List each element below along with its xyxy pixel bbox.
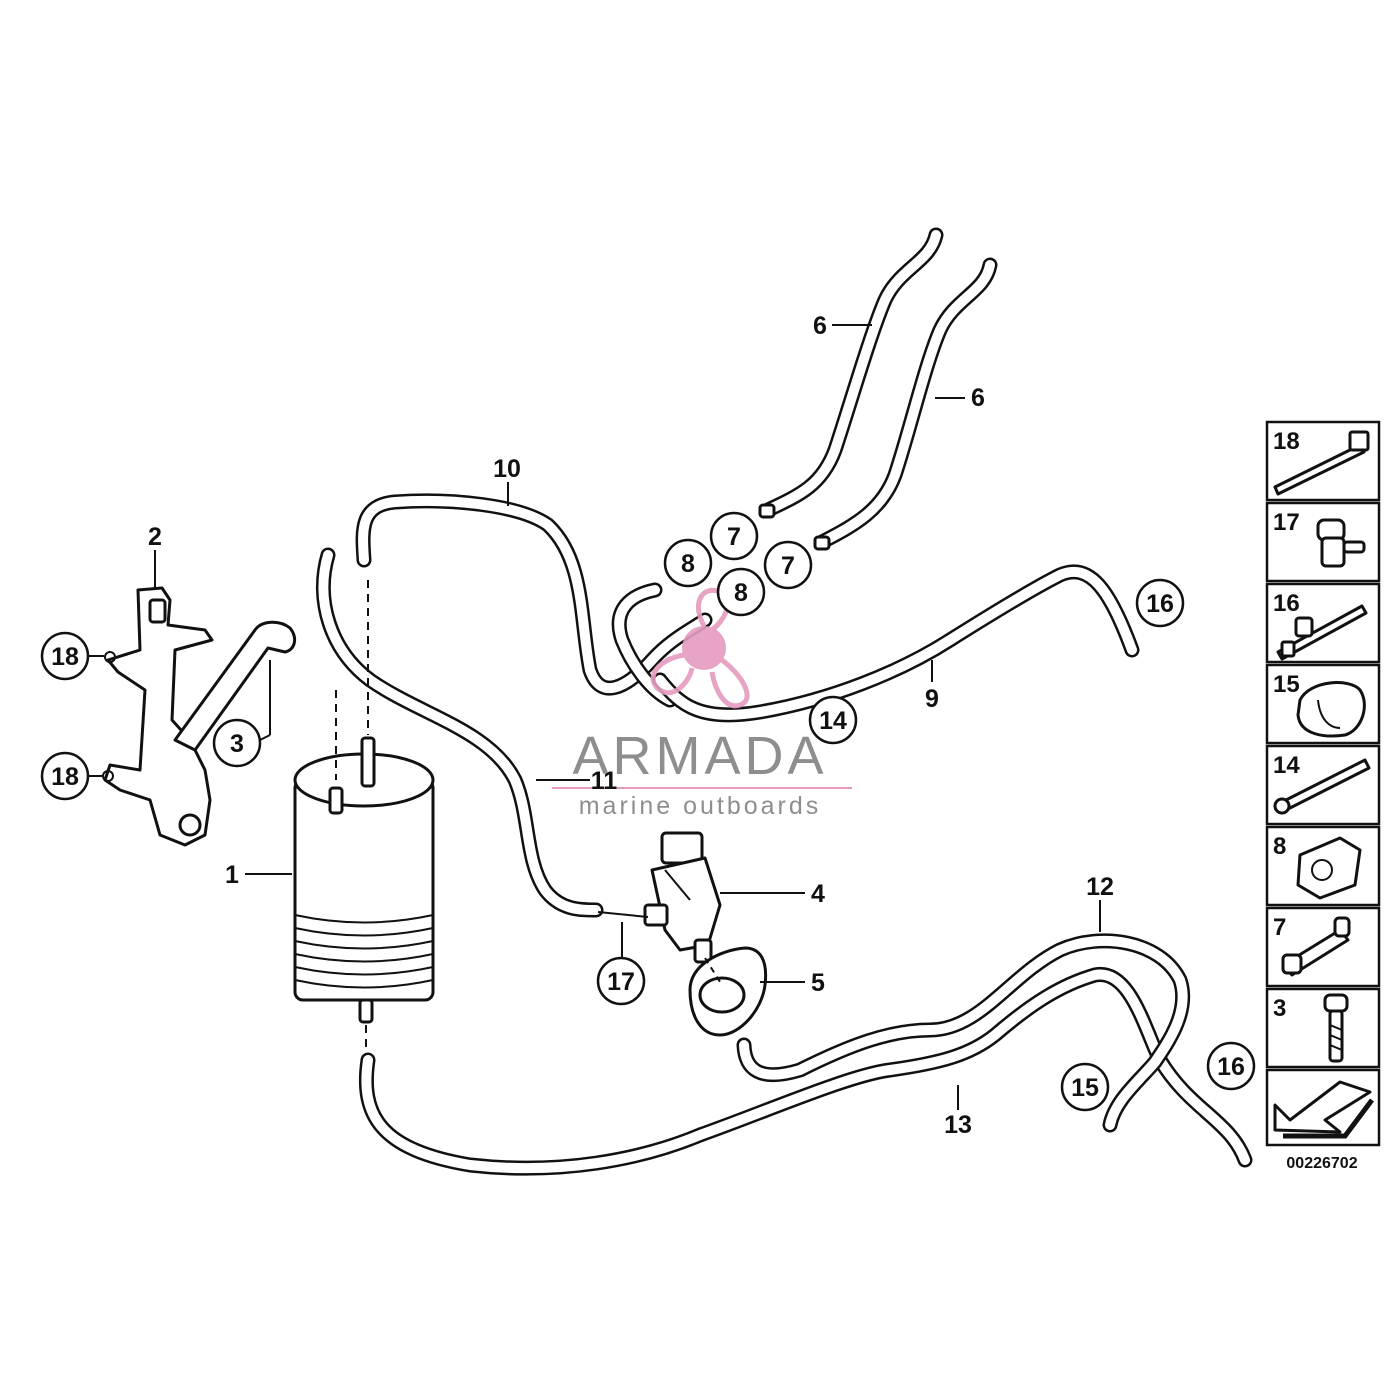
hose-8-branch xyxy=(611,582,678,708)
svg-text:14: 14 xyxy=(819,707,847,735)
leader-lines xyxy=(88,324,1101,1110)
svg-text:7: 7 xyxy=(781,552,795,580)
callout-12: 12 xyxy=(1086,873,1114,901)
cable-tie-clip-icon xyxy=(1276,604,1368,661)
callout-bubble-3: 3 xyxy=(212,718,262,768)
svg-text:18: 18 xyxy=(1273,428,1300,455)
callout-bubble-7a: 7 xyxy=(709,511,759,561)
callout-bubble-8b: 8 xyxy=(716,567,766,617)
legend-item-17: 17 xyxy=(1265,501,1381,583)
hose-holder-icon xyxy=(1296,836,1362,900)
svg-text:8: 8 xyxy=(1273,833,1286,860)
callout-bubble-18-lower: 18 xyxy=(40,751,90,801)
callout-bubble-17: 17 xyxy=(596,956,646,1006)
connector-nipple-icon xyxy=(1281,916,1351,977)
callout-bubble-8a: 8 xyxy=(663,538,713,588)
hose-6-upper xyxy=(760,227,944,518)
callout-bubble-18-upper: 18 xyxy=(40,631,90,681)
watermark-subtitle: marine outboards xyxy=(579,792,822,820)
legend-item-3: 3 xyxy=(1265,987,1381,1069)
purge-valve xyxy=(643,831,722,964)
callout-bubble-14: 14 xyxy=(808,695,858,745)
svg-text:3: 3 xyxy=(230,730,244,758)
hose-connector-icon xyxy=(1316,518,1366,568)
callout-10: 10 xyxy=(493,455,521,483)
hose-10 xyxy=(355,493,713,696)
propeller-logo-icon xyxy=(650,587,750,709)
legend-item-14: 14 xyxy=(1265,744,1381,826)
svg-text:15: 15 xyxy=(1273,671,1300,698)
svg-text:17: 17 xyxy=(607,968,635,996)
watermark-title: ARMADA xyxy=(572,726,827,786)
mounting-bracket xyxy=(102,586,214,847)
diagram-reference-number: 00226702 xyxy=(1286,1155,1357,1172)
svg-text:3: 3 xyxy=(1273,995,1286,1022)
svg-text:16: 16 xyxy=(1146,590,1174,618)
callout-6-upper: 6 xyxy=(813,312,827,340)
double-clip-icon xyxy=(1296,681,1366,738)
parts-legend: 18 17 16 15 xyxy=(1265,420,1381,1147)
svg-text:7: 7 xyxy=(1273,914,1286,941)
callout-bubble-15: 15 xyxy=(1060,1062,1110,1112)
cable-tie-icon xyxy=(1273,430,1370,496)
svg-text:17: 17 xyxy=(1273,509,1300,536)
callout-13: 13 xyxy=(944,1111,972,1139)
callout-2: 2 xyxy=(148,523,162,551)
callout-6-lower: 6 xyxy=(971,384,985,412)
legend-item-16: 16 xyxy=(1265,582,1381,664)
svg-text:14: 14 xyxy=(1273,752,1300,779)
callout-4: 4 xyxy=(811,880,825,908)
svg-text:8: 8 xyxy=(734,579,748,607)
svg-text:16: 16 xyxy=(1273,590,1300,617)
connector-7b xyxy=(813,535,831,551)
bracket-strap-3 xyxy=(173,620,297,752)
callout-9: 9 xyxy=(925,685,939,713)
cable-strap-icon xyxy=(1273,758,1371,815)
forward-arrow-icon xyxy=(1273,1080,1374,1139)
legend-item-7: 7 xyxy=(1265,906,1381,988)
svg-text:15: 15 xyxy=(1071,1074,1099,1102)
valve-holder-ring xyxy=(688,946,768,1037)
callout-5: 5 xyxy=(811,969,825,997)
legend-item-18: 18 xyxy=(1265,420,1381,502)
callout-bubble-7b: 7 xyxy=(763,540,813,590)
hose-6-lower xyxy=(814,257,998,550)
legend-item-15: 15 xyxy=(1265,663,1381,745)
hose-9 xyxy=(652,564,1140,723)
fuel-filter-canister xyxy=(293,580,435,1055)
callout-11: 11 xyxy=(591,767,618,795)
svg-text:7: 7 xyxy=(727,523,741,551)
svg-text:18: 18 xyxy=(51,643,79,671)
svg-text:18: 18 xyxy=(51,763,79,791)
svg-text:16: 16 xyxy=(1217,1053,1245,1081)
callout-1: 1 xyxy=(225,861,239,889)
hose-11 xyxy=(315,547,604,918)
legend-item-8: 8 xyxy=(1265,825,1381,907)
hose-13 xyxy=(358,967,1253,1176)
svg-text:8: 8 xyxy=(681,550,695,578)
bolt-icon xyxy=(1323,993,1349,1063)
connector-7a xyxy=(758,503,776,519)
callout-bubble-16-lower: 16 xyxy=(1206,1041,1256,1091)
hose-12 xyxy=(736,933,1191,1133)
callout-bubble-16-upper: 16 xyxy=(1135,578,1185,628)
legend-item-direction xyxy=(1265,1068,1381,1147)
